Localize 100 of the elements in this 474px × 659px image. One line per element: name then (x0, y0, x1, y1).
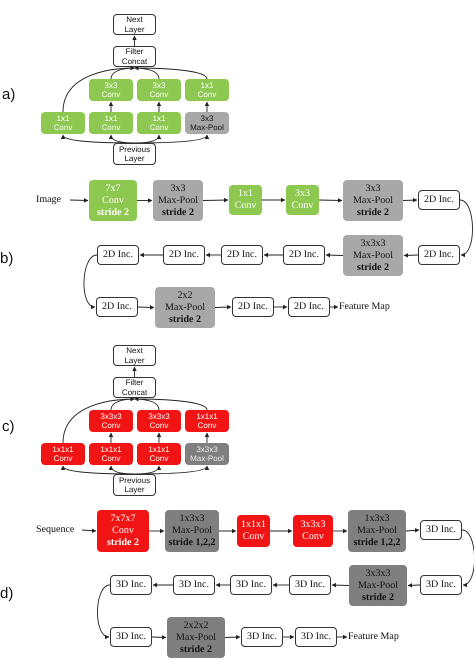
block-label: 1x1x1 Conv (51, 444, 75, 464)
arrow (134, 66, 208, 80)
stride-label: stride 1,2,2 (354, 537, 400, 549)
block-label: 1x1 Conv (196, 80, 218, 100)
arrow (108, 432, 114, 444)
block-label: 2D Inc. (238, 301, 268, 313)
block-label: 3D Inc. (295, 579, 325, 591)
pooling-block (349, 565, 407, 606)
block-label: Next Layer (123, 15, 146, 34)
layer-box (420, 575, 462, 595)
arrow (336, 634, 348, 640)
arrow (204, 102, 210, 112)
block-label: 1x1x1 Conv (99, 444, 123, 464)
block-label: 3x3x3 Max-Pool (189, 444, 225, 464)
block-label: 2D Inc. (103, 249, 133, 261)
arrow (206, 252, 222, 258)
arrow (270, 528, 292, 534)
arrow (70, 198, 88, 203)
layer-box (241, 627, 283, 647)
stride-label: stride 2 (162, 206, 194, 218)
layer-box (418, 245, 460, 265)
panel-label: b) (0, 250, 14, 267)
layer-box (283, 245, 325, 265)
block-label: 2D Inc. (227, 249, 257, 261)
arrow (97, 584, 110, 638)
arrow (138, 305, 154, 310)
block-label: 3D Inc. (116, 579, 146, 591)
block-label: 3x3 Conv (290, 188, 314, 212)
arrow (272, 582, 290, 588)
arrow (402, 198, 418, 202)
arrow (214, 304, 232, 310)
stride-label: stride 2 (180, 644, 212, 656)
stride-label: stride 2 (357, 206, 389, 218)
block-label: 2D Inc. (289, 249, 319, 261)
arrow (274, 304, 288, 310)
pooling-block (155, 287, 215, 328)
block-label: 3x3x3 Conv (99, 412, 123, 430)
arrow (108, 102, 114, 112)
conv-block (137, 443, 181, 465)
arrow (326, 252, 344, 258)
layer-box (113, 14, 156, 35)
pooling-block (153, 180, 203, 221)
block-label: 2D Inc. (294, 301, 324, 313)
block-label: Previous Layer (118, 144, 152, 164)
arrow (152, 582, 174, 588)
conv-block (137, 410, 181, 432)
arrow (110, 396, 135, 410)
arrow (148, 528, 164, 534)
block-label: 3D Inc. (426, 579, 456, 591)
stride-label: stride 2 (362, 592, 394, 604)
layer-box (230, 575, 272, 595)
block-label: Next Layer (123, 346, 146, 365)
block-label: Previous Layer (118, 476, 152, 494)
layer-box (110, 627, 152, 647)
block-label: 2D Inc. (424, 194, 454, 206)
output-label: Feature Map (348, 630, 399, 644)
layer-box (113, 377, 156, 398)
arrow (202, 198, 228, 202)
layer-box (232, 297, 274, 317)
block-label: Filter Concat (120, 47, 148, 66)
arrow (216, 582, 230, 588)
layer-box (173, 575, 215, 595)
arrow (262, 198, 286, 202)
conv-block (137, 112, 181, 134)
layer-box (288, 297, 330, 317)
pooling-block (165, 510, 219, 552)
arrow (404, 253, 418, 258)
block-label: 3D Inc. (247, 631, 277, 643)
panel-label: a) (2, 86, 16, 103)
conv-block (97, 510, 149, 552)
arrow (406, 528, 420, 533)
layer-box (295, 627, 337, 647)
layer-box (420, 520, 462, 540)
layer-box (418, 190, 460, 210)
layer-box (289, 575, 331, 595)
conv-block (89, 443, 133, 465)
block-label: 2D Inc. (102, 301, 132, 313)
arrow (109, 466, 135, 474)
block-label: 1x1 Conv (52, 114, 74, 132)
conv-block (185, 410, 229, 432)
panel-label: d) (0, 585, 14, 602)
arrow (204, 432, 210, 444)
arrow (330, 304, 338, 310)
arrow (264, 252, 284, 258)
block-label: 3x3 Conv (148, 80, 170, 100)
arrow (156, 432, 162, 444)
block-label: 3D Inc. (301, 631, 331, 643)
conv-block (286, 185, 319, 215)
block-label: 3x3x3 Conv (147, 412, 171, 430)
arrow (460, 200, 473, 256)
block-label: 3x3 Max-Pool (189, 114, 225, 132)
panel-label: c) (2, 418, 14, 435)
block-label: 3x3x3 Conv (300, 519, 326, 543)
arrow (132, 36, 137, 46)
pooling-block (185, 443, 229, 465)
conv-block (89, 180, 137, 221)
block-label: 1x1 Conv (234, 188, 258, 212)
layer-box (113, 46, 156, 67)
pooling-block (343, 235, 403, 276)
layer-box (221, 245, 263, 265)
